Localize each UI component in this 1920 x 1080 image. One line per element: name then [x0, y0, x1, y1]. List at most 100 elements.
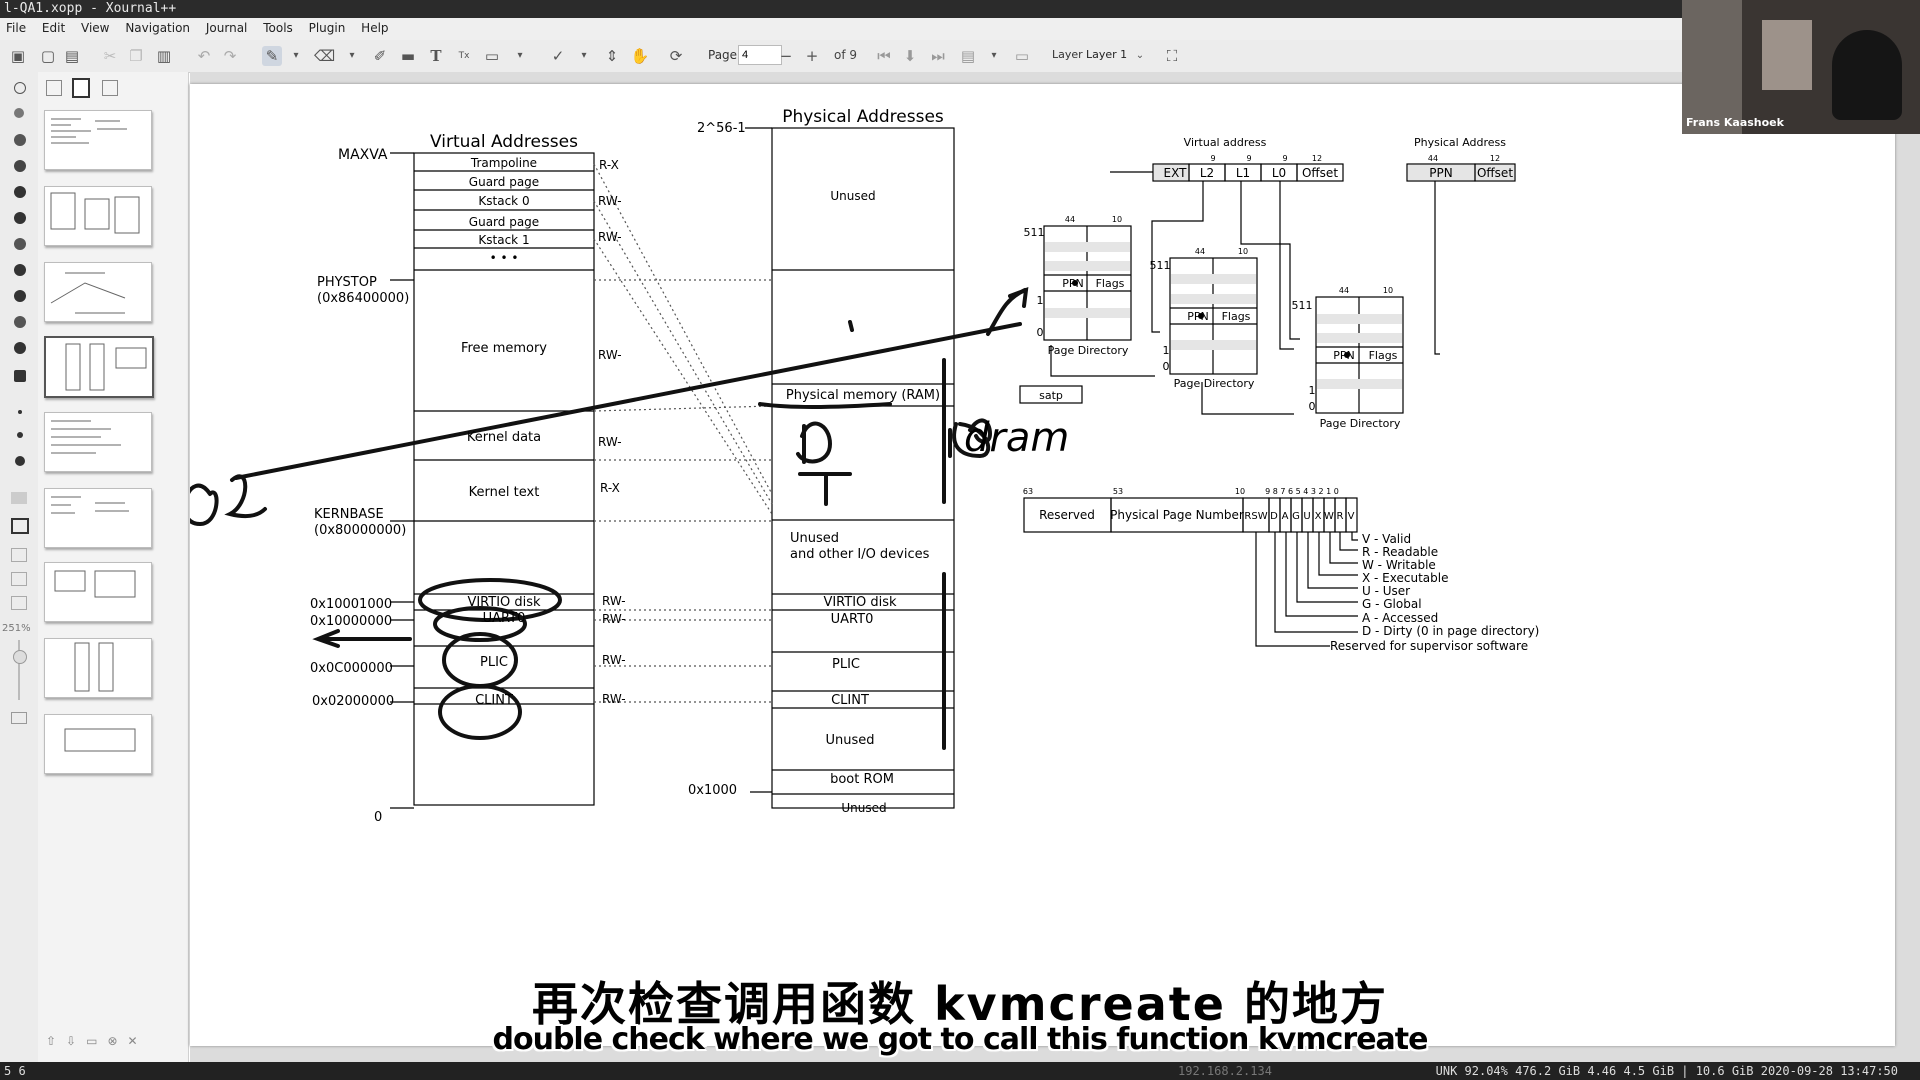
page-icon[interactable] — [11, 572, 27, 586]
pd-index: 1 — [1037, 294, 1044, 307]
pte-legend-item: A - Accessed — [1362, 611, 1438, 625]
page-thumbnail-current[interactable] — [44, 336, 154, 398]
page-thumbnail[interactable] — [44, 562, 152, 622]
page-thumbnail[interactable] — [44, 262, 152, 322]
pte-legend-item: W - Writable — [1362, 558, 1436, 572]
color-dot-icon[interactable] — [14, 160, 26, 172]
color-dot-icon[interactable] — [14, 186, 26, 198]
layer-select[interactable]: Layer 1 — [1086, 48, 1128, 61]
layer-dropdown-icon[interactable]: ⌄ — [1135, 50, 1145, 61]
vertical-space-icon[interactable]: ⇕ — [605, 47, 619, 65]
window-title-bar: l-QA1.xopp - Xournal++ — [0, 0, 1920, 18]
page-increment-button[interactable]: + — [805, 47, 819, 65]
color-dot-icon[interactable] — [14, 342, 26, 354]
image-icon[interactable]: ▬ — [400, 47, 416, 65]
thin-line-icon[interactable] — [18, 410, 22, 414]
page-number-input[interactable] — [738, 45, 782, 65]
menu-navigation[interactable]: Navigation — [125, 21, 191, 35]
hand-icon[interactable]: ✋ — [630, 47, 650, 65]
phys-plic-label: PLIC — [832, 657, 860, 672]
page-thumbnail[interactable] — [44, 714, 152, 774]
color-dot-icon[interactable] — [14, 290, 26, 302]
color-dot-icon[interactable] — [14, 264, 26, 276]
color-dot-icon[interactable] — [14, 108, 24, 118]
highlighter-icon[interactable]: ✐ — [373, 47, 387, 65]
pages-view-icon[interactable] — [72, 78, 90, 98]
menu-help[interactable]: Help — [361, 21, 389, 35]
ip-address: 192.168.2.134 — [1178, 1064, 1272, 1078]
menu-tools[interactable]: Tools — [263, 21, 293, 35]
menu-view[interactable]: View — [81, 21, 110, 35]
thumbnail-actions[interactable]: ⇧⇩▭⊗✕ — [46, 1034, 148, 1048]
pen-dropdown-icon[interactable]: ▾ — [293, 50, 299, 61]
select-dropdown-icon[interactable]: ▾ — [581, 50, 587, 61]
layer-icon[interactable] — [11, 548, 27, 562]
pen-icon[interactable]: ✎ — [262, 46, 282, 66]
page-decrement-button[interactable]: − — [779, 47, 793, 65]
redo-icon[interactable]: ↷ — [223, 47, 237, 65]
color-dot-icon[interactable] — [14, 212, 26, 224]
delete-page-icon[interactable]: ▭ — [1014, 47, 1030, 65]
math-tex-icon[interactable]: Tx — [458, 51, 470, 61]
document-canvas[interactable]: Virtual Addresses Physical Addresses Tra… — [182, 72, 1920, 1062]
color-dot-icon[interactable] — [14, 316, 26, 328]
zoom-slider[interactable] — [18, 640, 20, 700]
phys-unused-label: Unused — [825, 733, 874, 748]
paste-icon[interactable]: ▥ — [156, 47, 172, 65]
insert-dropdown-icon[interactable]: ▾ — [991, 50, 997, 61]
lock-icon[interactable] — [11, 712, 27, 724]
page-thumbnail[interactable] — [44, 186, 152, 246]
bits-label: 44 — [1428, 154, 1438, 163]
pd-index: 1 — [1163, 344, 1170, 357]
page-thumbnail[interactable] — [44, 638, 152, 698]
bits-label: 9 — [1210, 154, 1215, 163]
perm-rw: RW- — [598, 435, 622, 449]
rotate-icon[interactable]: ⟳ — [669, 47, 683, 65]
zoom-slider-handle[interactable] — [13, 650, 27, 664]
go-to-page-icon[interactable]: ⬇ — [903, 47, 917, 65]
flag-u: U — [1303, 511, 1310, 522]
fullscreen-icon[interactable]: ⛶ — [1166, 47, 1178, 65]
circle-outline-icon[interactable] — [14, 82, 26, 94]
color-dot-icon[interactable] — [14, 134, 26, 146]
layers-view-icon[interactable] — [102, 80, 118, 96]
unused-label: Unused — [830, 189, 875, 203]
color-dot-icon[interactable] — [14, 238, 26, 250]
subtitle-chinese: 再次检查调用函数 kvmcreate 的地方 — [532, 977, 1388, 1031]
display-icon[interactable] — [11, 518, 29, 534]
page-thumbnail[interactable] — [44, 488, 152, 548]
medium-line-icon[interactable] — [17, 432, 23, 438]
last-page-icon[interactable]: ⏭ — [931, 47, 945, 65]
page-thumbnail[interactable] — [44, 412, 152, 472]
shape-icon[interactable]: ▭ — [484, 47, 500, 65]
menu-journal[interactable]: Journal — [205, 21, 248, 35]
grid-icon[interactable] — [11, 596, 27, 610]
first-page-icon[interactable]: ⏮ — [877, 47, 891, 65]
open-icon[interactable]: ▤ — [64, 47, 80, 65]
unused-io-label2: and other I/O devices — [790, 547, 930, 562]
new-page-icon[interactable]: ▢ — [40, 47, 56, 65]
thick-line-icon[interactable] — [15, 456, 25, 466]
l0-field: L0 — [1272, 166, 1286, 180]
text-icon[interactable]: T — [430, 47, 442, 65]
physical-address-label: Physical Address — [1414, 136, 1506, 149]
insert-page-icon[interactable]: ▤ — [960, 47, 976, 65]
thumbnail-view-icon[interactable] — [46, 80, 62, 96]
menu-file[interactable]: File — [6, 21, 27, 35]
journal-page[interactable]: Virtual Addresses Physical Addresses Tra… — [182, 84, 1895, 1046]
page-thumbnail[interactable] — [44, 110, 152, 170]
eraser-icon[interactable]: ⌫ — [314, 47, 336, 65]
pd-index: 0 — [1163, 360, 1170, 373]
shape-dropdown-icon[interactable]: ▾ — [517, 50, 523, 61]
save-icon[interactable]: ▣ — [10, 47, 26, 65]
select-icon[interactable]: ✓ — [551, 47, 565, 65]
square-color-icon[interactable] — [14, 370, 26, 382]
menu-plugin[interactable]: Plugin — [308, 21, 346, 35]
eraser-dropdown-icon[interactable]: ▾ — [349, 50, 355, 61]
menu-edit[interactable]: Edit — [41, 21, 66, 35]
cut-icon[interactable]: ✂ — [103, 47, 117, 65]
fill-icon[interactable] — [11, 492, 27, 504]
undo-icon[interactable]: ↶ — [197, 47, 211, 65]
copy-icon[interactable]: ❐ — [129, 47, 143, 65]
bits-label: 12 — [1490, 154, 1500, 163]
